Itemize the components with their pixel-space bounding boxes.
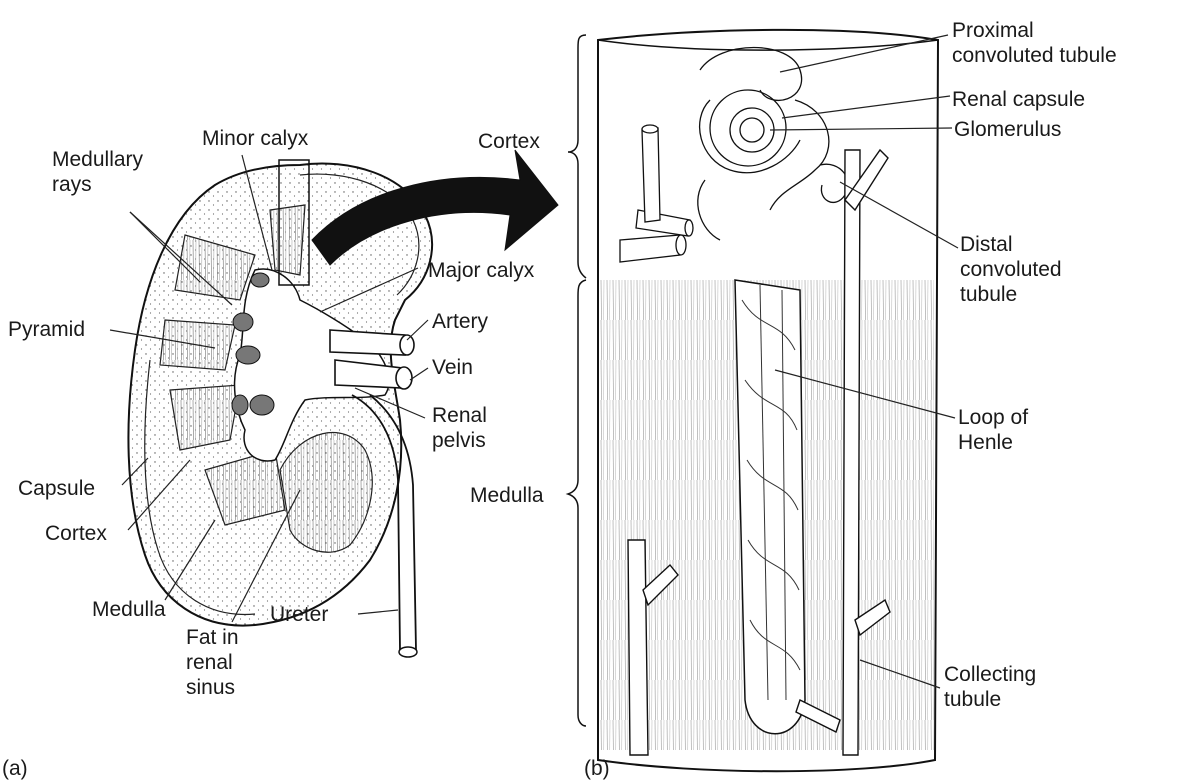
collecting-duct-left	[628, 540, 648, 755]
label-distal-convoluted-tubule: Distal convoluted tubule	[960, 232, 1062, 307]
calyx-blob-3	[236, 346, 260, 364]
label-pyramid: Pyramid	[8, 317, 85, 342]
panel-b-tag: (b)	[584, 756, 610, 781]
medulla-brace	[568, 280, 586, 726]
collecting-duct-right	[843, 150, 860, 755]
label-fat-in-renal-sinus: Fat in renal sinus	[186, 625, 239, 700]
label-renal-pelvis-line1: Renal	[432, 403, 487, 428]
cortex-tube-3-end	[642, 125, 658, 133]
label-fat-line1: Fat in	[186, 625, 239, 650]
label-medulla-a: Medulla	[92, 597, 166, 622]
label-medulla-b: Medulla	[470, 483, 544, 508]
nephron-block	[598, 30, 938, 771]
label-renal-capsule: Renal capsule	[952, 87, 1085, 112]
label-renal-pelvis: Renal pelvis	[432, 403, 487, 453]
pyramid-5	[270, 205, 305, 275]
label-distal-line2: convoluted	[960, 257, 1062, 282]
label-proximal-line2: convoluted tubule	[952, 43, 1178, 68]
renal-artery	[330, 330, 405, 355]
label-artery: Artery	[432, 309, 488, 334]
label-loop-line2: Henle	[958, 430, 1028, 455]
cortex-tube-2-end	[685, 220, 693, 236]
label-capsule: Capsule	[18, 476, 95, 501]
vein-end	[396, 367, 412, 389]
renal-capsule-circle	[710, 90, 786, 166]
label-distal-line3: tubule	[960, 282, 1062, 307]
label-collecting-line1: Collecting	[944, 662, 1036, 687]
label-renal-pelvis-line2: pelvis	[432, 428, 487, 453]
calyx-blob-4	[250, 395, 274, 415]
label-loop-of-henle: Loop of Henle	[958, 405, 1028, 455]
leader-ureter	[358, 610, 398, 614]
kidney-section	[128, 160, 432, 657]
label-medullary-rays-line2: rays	[52, 172, 143, 197]
label-proximal-convoluted-tubule: Proximal convoluted tubule	[952, 18, 1178, 68]
label-vein: Vein	[432, 355, 473, 380]
region-braces	[568, 35, 586, 726]
label-loop-line1: Loop of	[958, 405, 1028, 430]
cortex-tube-3	[642, 128, 660, 222]
label-medullary-rays-line1: Medullary	[52, 147, 143, 172]
leader-vein	[410, 368, 428, 380]
label-cortex-b: Cortex	[478, 129, 540, 154]
ureter-end	[399, 647, 417, 657]
label-glomerulus: Glomerulus	[954, 117, 1061, 142]
artery-end	[400, 335, 414, 355]
calyx-blob-1	[251, 273, 269, 287]
label-distal-line1: Distal	[960, 232, 1062, 257]
leader-artery	[407, 320, 428, 340]
cortex-brace	[568, 35, 586, 278]
label-fat-line2: renal	[186, 650, 239, 675]
panel-a-tag: (a)	[2, 756, 28, 781]
label-minor-calyx: Minor calyx	[202, 126, 308, 151]
label-cortex-a: Cortex	[45, 521, 107, 546]
label-fat-line3: sinus	[186, 675, 239, 700]
label-collecting-tubule: Collecting tubule	[944, 662, 1036, 712]
label-ureter: Ureter	[270, 602, 328, 627]
label-proximal-line1: Proximal	[952, 18, 1178, 43]
cortex-tube-1-end	[676, 235, 686, 255]
label-collecting-line2: tubule	[944, 687, 1036, 712]
label-major-calyx: Major calyx	[428, 258, 534, 283]
calyx-blob-5	[232, 395, 248, 415]
calyx-blob-2	[233, 313, 253, 331]
pyramid-3	[170, 385, 240, 450]
label-medullary-rays: Medullary rays	[52, 147, 143, 197]
